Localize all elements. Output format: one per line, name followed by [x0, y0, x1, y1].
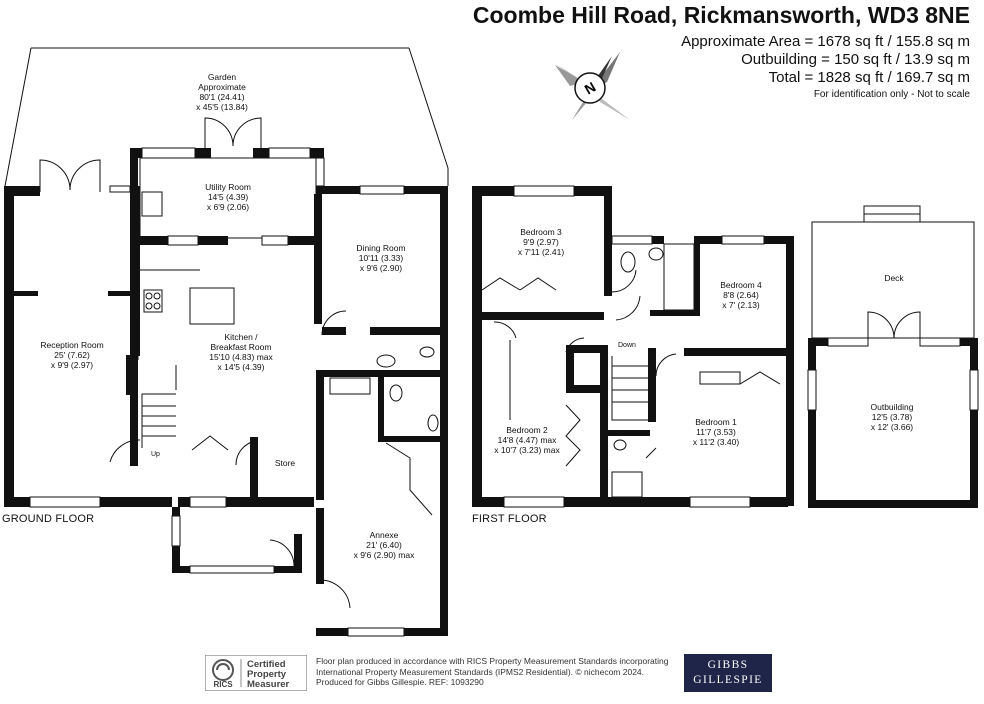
stairs-up-label: Up — [151, 451, 160, 458]
scale-note: For identification only - Not to scale — [813, 89, 970, 100]
ground-floor-label: GROUND FLOOR — [2, 513, 95, 525]
svg-text:Certified: Certified — [247, 659, 286, 670]
garden-outline — [4, 47, 449, 187]
stairs-down-label: Down — [618, 342, 636, 349]
first-floor-windows — [503, 185, 765, 508]
property-address-title: Coombe Hill Road, Rickmansworth, WD3 8NE — [472, 2, 970, 28]
deck-label: Deck — [884, 273, 904, 283]
svg-text:Property: Property — [247, 669, 287, 680]
footer-disclaimer: Floor plan produced in accordance with R… — [316, 656, 669, 687]
ground-floor-walls — [4, 148, 448, 636]
ground-floor-details — [39, 117, 439, 609]
store-label: Store — [274, 458, 296, 468]
outbuilding-area: Outbuilding = 150 sq ft / 13.9 sq m — [741, 51, 970, 68]
first-floor-details — [481, 243, 781, 498]
rics-certified-badge: RICS Certified Property Measurer — [205, 655, 307, 691]
deck-outline — [811, 205, 975, 339]
first-floor-label: FIRST FLOOR — [472, 513, 547, 525]
gibbs-gillespie-logo: GIBBS GILLESPIE — [684, 654, 772, 692]
outbuilding-windows — [807, 337, 979, 411]
total-area: Total = 1828 sq ft / 169.7 sq m — [768, 69, 970, 86]
svg-text:Measurer: Measurer — [247, 679, 290, 690]
ground-floor-windows — [29, 147, 405, 637]
compass-rose — [555, 52, 630, 120]
rics-logo-text: RICS — [213, 680, 233, 689]
approximate-area: Approximate Area = 1678 sq ft / 155.8 sq… — [681, 33, 970, 50]
